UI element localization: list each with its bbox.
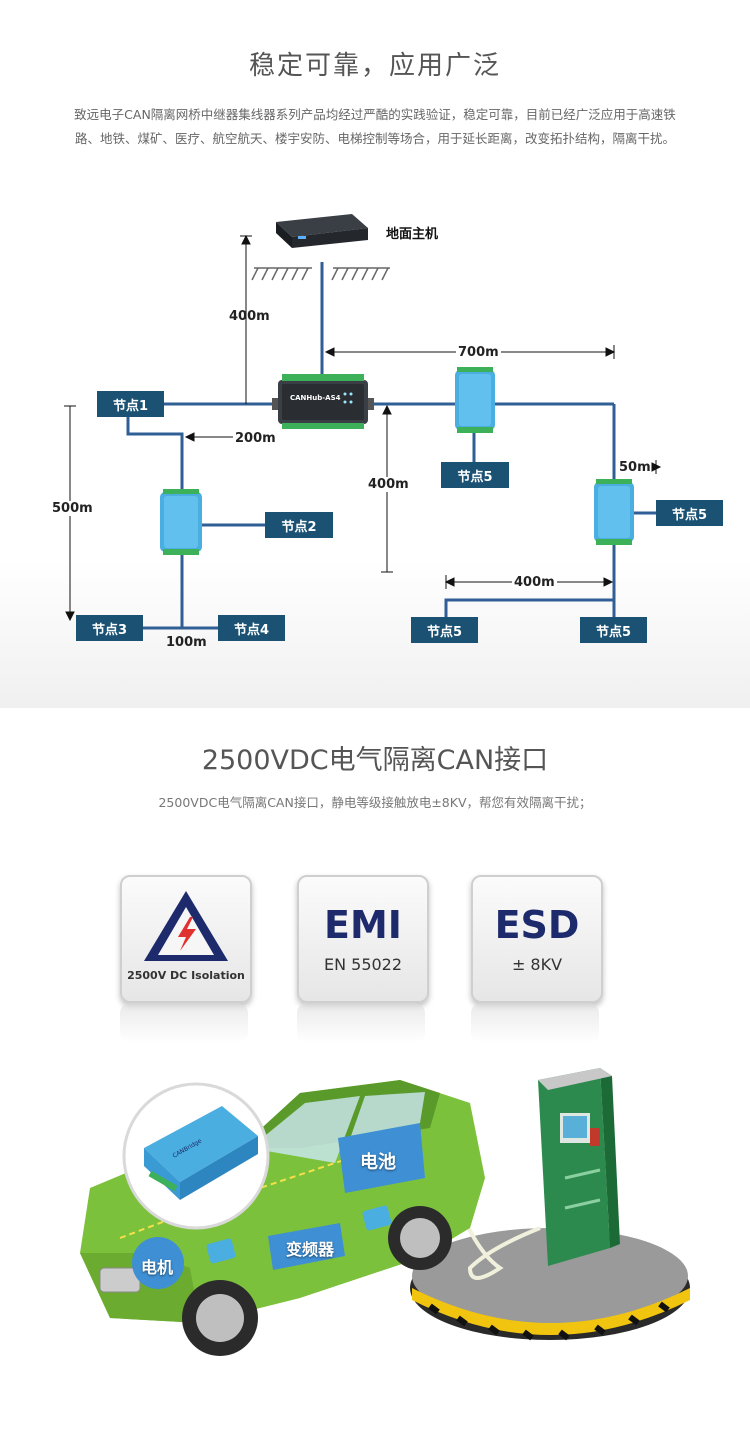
section-title: 稳定可靠，应用广泛 [248,51,501,81]
isolation-section: 2500VDC电气隔离CAN接口 2500VDC电气隔离CAN接口，静电等级接触… [0,708,750,1449]
battery-label: 电池 [360,1152,396,1173]
charging-station-icon [538,1068,620,1266]
node-1: 节点1 [97,391,164,417]
distance-100m: 100m [166,635,207,650]
esd-badge: ESD ± 8KV [471,875,603,1003]
host-computer-icon [276,214,368,248]
distance-400m-horizontal: 400m [512,575,557,590]
application-section: 稳定可靠，应用广泛 致远电子CAN隔离网桥中继器集线器系列产品均经过严酷的实践验… [0,0,750,708]
node-5-bottom-right: 节点5 [580,617,647,643]
node-2: 节点2 [265,512,333,538]
canhub-device-icon: CANHub-AS4 [272,374,374,429]
esd-badge-level: ± 8KV [511,955,563,974]
distance-400m-top: 400m [229,309,270,324]
section-description-line2: 路、地铁、煤矿、医疗、航空航天、楼宇安防、电梯控制等场合，用于延长距离，改变拓扑… [74,131,675,146]
node-3: 节点3 [76,615,143,641]
host-label: 地面主机 [386,227,439,242]
inverter-label: 变频器 [286,1240,335,1259]
badge-reflection [120,1003,248,1043]
canbridge-magnified-icon: CANBridge [122,1082,270,1230]
distance-200m: 200m [233,431,278,446]
network-lines [126,262,656,630]
hub-model-text: CANHub-AS4 [290,394,341,402]
isolation-badge-label: 2500V DC Isolation [127,969,245,982]
high-voltage-warning-icon [144,891,228,961]
node-5-right: 节点5 [656,500,723,526]
badge-reflection [471,1003,599,1043]
node-4: 节点4 [218,615,285,641]
distance-400m-mid: 400m [368,477,409,492]
topology-diagram: CANHub-AS4 [64,214,662,630]
emi-badge: EMI EN 55022 [297,875,429,1003]
emi-badge-standard: EN 55022 [323,955,403,974]
emi-badge-title: EMI [324,903,402,947]
distance-700m: 700m [456,345,501,360]
distance-500m: 500m [52,501,93,516]
electric-car-illustration: CANBridge [80,1068,690,1356]
badge-reflection [297,1003,425,1043]
canbridge-device-right-icon [594,479,634,545]
distance-50m: 50m [619,460,651,475]
canbridge-device-center-icon [455,367,495,433]
isolation-badge: 2500V DC Isolation [120,875,252,1003]
section-description-line1: 致远电子CAN隔离网桥中继器集线器系列产品均经过严酷的实践验证，稳定可靠，目前已… [74,107,676,122]
charging-platform [410,1228,690,1341]
isolation-title: 2500VDC电气隔离CAN接口 [201,745,549,776]
motor-label: 电机 [141,1258,174,1277]
ground-symbol [251,267,390,281]
node-5-center: 节点5 [441,462,509,488]
node-5-bottom-left: 节点5 [411,617,478,643]
isolation-description: 2500VDC电气隔离CAN接口，静电等级接触放电±8KV，帮您有效隔离干扰； [158,795,592,810]
esd-badge-title: ESD [494,903,580,947]
green-suv [80,1080,485,1356]
canbridge-device-left-icon [160,489,202,555]
